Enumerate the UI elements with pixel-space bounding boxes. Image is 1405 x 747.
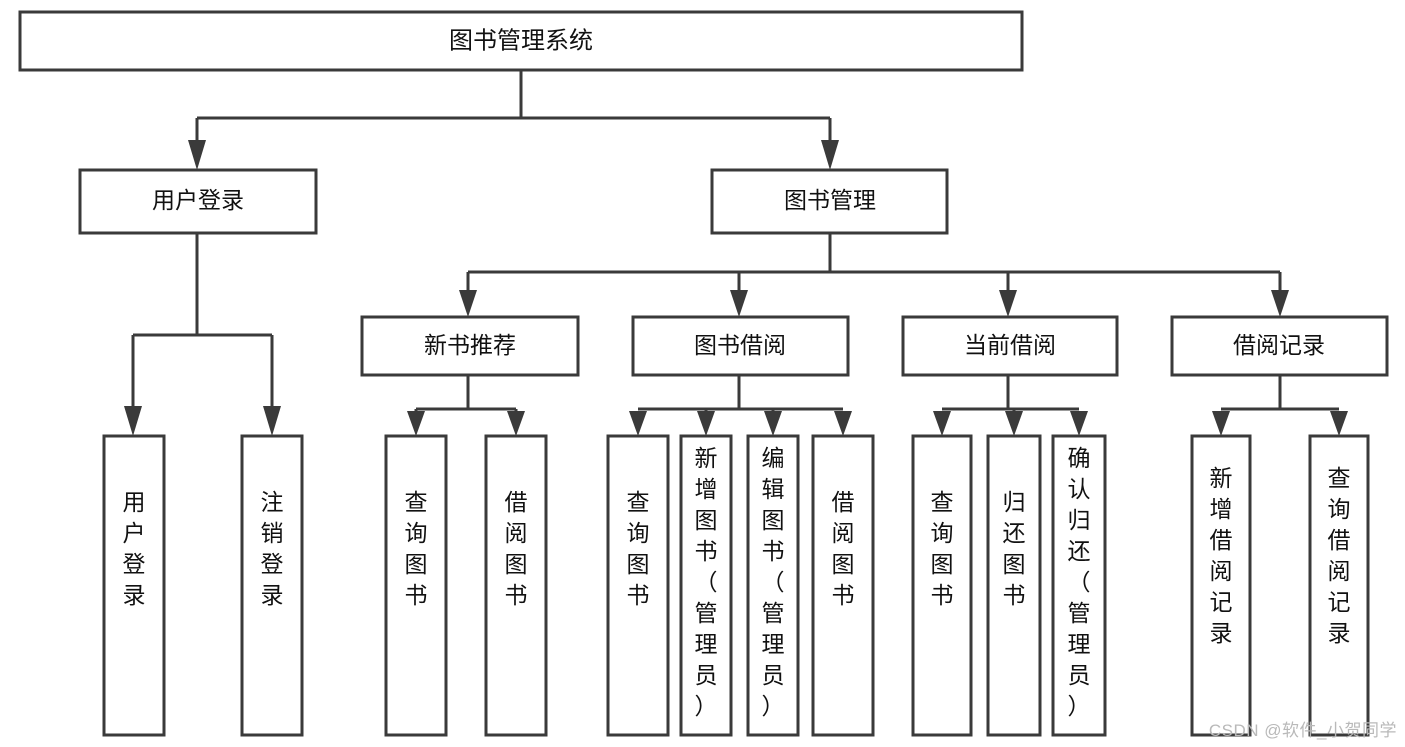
leaf-br-query-record-label: 查询借阅记录 bbox=[1328, 465, 1351, 646]
leaf-bb-query-book[interactable]: 查询图书 bbox=[606, 434, 670, 737]
node-root[interactable]: 图书管理系统 bbox=[18, 10, 1024, 72]
leaf-br-add-record-label: 新增借阅记录 bbox=[1210, 465, 1233, 646]
leaf-bb-add-book-label: 新增图书（管理员） bbox=[695, 445, 718, 719]
leaf-cb-query-book-box[interactable] bbox=[911, 434, 973, 737]
node-user-login[interactable]: 用户登录 bbox=[78, 168, 318, 235]
leaf-cb-return-book[interactable]: 归还图书 bbox=[986, 434, 1042, 737]
leaf-br-query-record-box[interactable] bbox=[1308, 434, 1370, 737]
leaf-nbr-query-book-box[interactable] bbox=[384, 434, 448, 737]
leaf-bb-borrow-book-box[interactable] bbox=[811, 434, 875, 737]
arrow-to-book-mgmt bbox=[821, 140, 839, 170]
leaf-nbr-query-book-label: 查询图书 bbox=[405, 489, 428, 608]
node-book-management-label: 图书管理 bbox=[784, 187, 876, 213]
leaf-bb-edit-book-box[interactable] bbox=[746, 434, 800, 737]
leaf-nbr-borrow-book-label: 借阅图书 bbox=[505, 489, 528, 608]
node-root-box[interactable] bbox=[18, 10, 1024, 72]
leaf-nbr-query-book[interactable]: 查询图书 bbox=[384, 434, 448, 737]
leaf-br-query-record[interactable]: 查询借阅记录 bbox=[1308, 434, 1370, 737]
leaf-br-add-record-box[interactable] bbox=[1190, 434, 1252, 737]
arrow-bb-borrow-book bbox=[834, 411, 852, 436]
leaf-logout-label: 注销登录 bbox=[261, 489, 284, 608]
node-current-borrow[interactable]: 当前借阅 bbox=[901, 315, 1119, 377]
arrow-bb-edit-book bbox=[764, 411, 782, 436]
node-current-borrow-box[interactable] bbox=[901, 315, 1119, 377]
node-root-label: 图书管理系统 bbox=[449, 27, 593, 54]
leaf-cb-confirm-return-label: 确认归还（管理员） bbox=[1068, 445, 1091, 719]
leaf-cb-return-book-box[interactable] bbox=[986, 434, 1042, 737]
node-user-login-box[interactable] bbox=[78, 168, 318, 235]
node-borrow-record-label: 借阅记录 bbox=[1233, 332, 1325, 358]
arrow-cb-confirm-return bbox=[1070, 411, 1088, 436]
leaf-bb-query-book-box[interactable] bbox=[606, 434, 670, 737]
node-book-management[interactable]: 图书管理 bbox=[710, 168, 949, 235]
node-new-book-recommend-box[interactable] bbox=[360, 315, 580, 377]
arrow-cb-query-book bbox=[933, 411, 951, 436]
node-book-borrow-box[interactable] bbox=[631, 315, 850, 377]
leaf-logout[interactable]: 注销登录 bbox=[240, 434, 304, 737]
leaf-cb-query-book[interactable]: 查询图书 bbox=[911, 434, 973, 737]
leaf-bb-borrow-book-label: 借阅图书 bbox=[832, 489, 855, 608]
arrow-to-leaf-logout bbox=[263, 406, 281, 436]
node-new-book-recommend-label: 新书推荐 bbox=[424, 332, 516, 358]
arrow-br-query-record bbox=[1330, 411, 1348, 436]
leaf-cb-query-book-label: 查询图书 bbox=[931, 489, 954, 608]
leaf-bb-edit-book-label: 编辑图书（管理员） bbox=[762, 445, 785, 719]
node-book-management-box[interactable] bbox=[710, 168, 949, 235]
arrow-br-add-record bbox=[1212, 411, 1230, 436]
arrow-to-new-book-rec bbox=[459, 290, 477, 317]
node-current-borrow-label: 当前借阅 bbox=[964, 332, 1056, 358]
node-new-book-recommend[interactable]: 新书推荐 bbox=[360, 315, 580, 377]
node-user-login-label: 用户登录 bbox=[152, 187, 244, 213]
arrow-to-current-borrow bbox=[999, 290, 1017, 317]
connector-layer bbox=[124, 70, 1348, 436]
node-borrow-record-box[interactable] bbox=[1170, 315, 1389, 377]
leaf-user-login[interactable]: 用户登录 bbox=[102, 434, 166, 737]
leaf-bb-add-book-box[interactable] bbox=[679, 434, 733, 737]
leaf-br-add-record[interactable]: 新增借阅记录 bbox=[1190, 434, 1252, 737]
arrow-bb-query-book bbox=[629, 411, 647, 436]
arrow-to-borrow-record bbox=[1271, 290, 1289, 317]
arrow-bb-add-book bbox=[697, 411, 715, 436]
leaf-user-login-label: 用户登录 bbox=[123, 489, 146, 608]
leaf-cb-confirm-return-box[interactable] bbox=[1051, 434, 1107, 737]
leaf-logout-box[interactable] bbox=[240, 434, 304, 737]
arrow-to-user-login bbox=[188, 140, 206, 170]
arrow-to-leaf-user-login bbox=[124, 406, 142, 436]
leaf-nbr-borrow-book-box[interactable] bbox=[484, 434, 548, 737]
leaf-bb-edit-book[interactable]: 编辑图书（管理员） bbox=[746, 434, 800, 737]
node-book-borrow-label: 图书借阅 bbox=[694, 332, 786, 358]
arrow-nbr-query-book bbox=[407, 411, 425, 436]
node-borrow-record[interactable]: 借阅记录 bbox=[1170, 315, 1389, 377]
leaf-user-login-box[interactable] bbox=[102, 434, 166, 737]
leaf-bb-query-book-label: 查询图书 bbox=[627, 489, 650, 608]
arrow-nbr-borrow-book bbox=[507, 411, 525, 436]
leaf-nbr-borrow-book[interactable]: 借阅图书 bbox=[484, 434, 548, 737]
arrow-to-book-borrow bbox=[730, 290, 748, 317]
csdn-watermark: CSDN @软件_小贺同学 bbox=[1208, 721, 1397, 740]
leaf-bb-add-book[interactable]: 新增图书（管理员） bbox=[679, 434, 733, 737]
leaf-bb-borrow-book[interactable]: 借阅图书 bbox=[811, 434, 875, 737]
node-book-borrow[interactable]: 图书借阅 bbox=[631, 315, 850, 377]
leaf-cb-return-book-label: 归还图书 bbox=[1003, 489, 1026, 608]
leaf-cb-confirm-return[interactable]: 确认归还（管理员） bbox=[1051, 434, 1107, 737]
arrow-cb-return-book bbox=[1005, 411, 1023, 436]
